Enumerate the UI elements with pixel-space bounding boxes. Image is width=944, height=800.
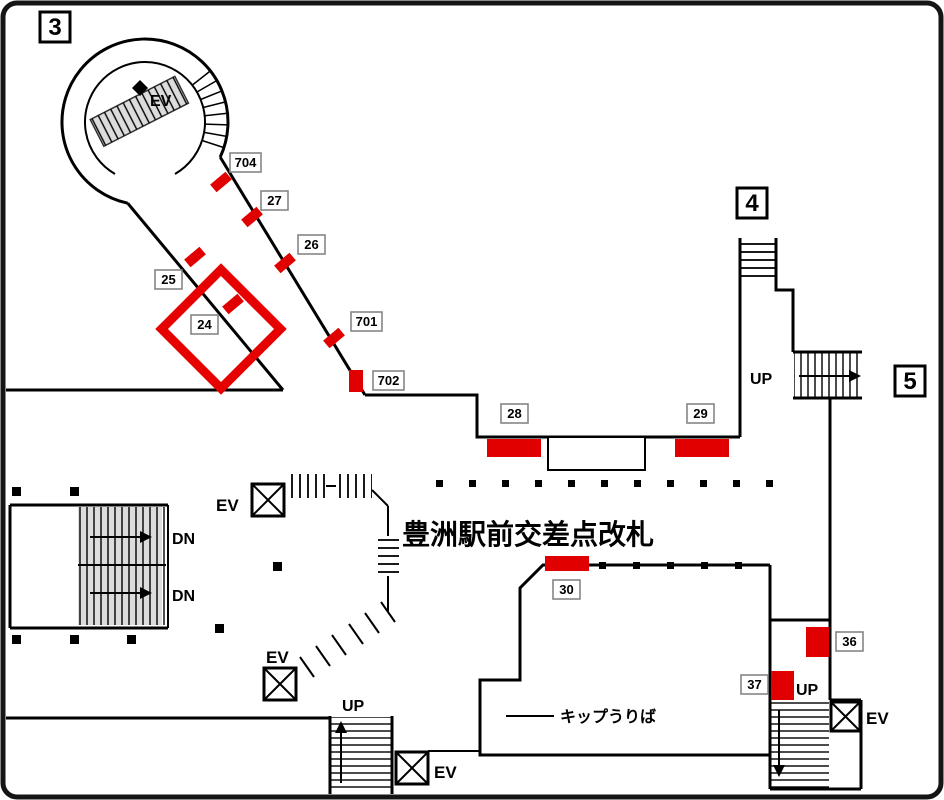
elevator-label-south: EV — [434, 763, 457, 782]
marker-label-28: 28 — [507, 406, 521, 421]
exit-4-box — [735, 186, 769, 220]
down-stairs-west: DN DN — [8, 503, 195, 630]
stairs-southeast-arrow-icon — [773, 765, 785, 777]
up-stairs-east-arrow-icon — [849, 370, 861, 382]
escalator-hatch — [90, 76, 189, 147]
ad-marker-labels: 704 27 26 25 24 701 702 28 29 30 36 37 — [154, 152, 864, 695]
rotunda-elevator-label: EV — [150, 93, 172, 110]
escalator — [89, 75, 190, 148]
down-stairs-walls — [8, 503, 168, 630]
ad-marker-704 — [210, 171, 232, 193]
curved-stairs-hatch — [191, 70, 228, 149]
rotunda-exit3: 3 EV — [38, 10, 230, 205]
elevator-label-mid: EV — [266, 648, 289, 667]
marker-label-27: 27 — [267, 193, 281, 208]
ad-marker-26 — [274, 252, 296, 274]
up-stairs-east-label: UP — [750, 371, 773, 388]
ad-markers — [184, 171, 829, 700]
down-stairs-arrow-icon-2 — [140, 587, 152, 599]
elevator-x-icon-south — [395, 751, 429, 785]
rotunda-outer-wall — [60, 37, 230, 205]
ad-marker-24 — [222, 293, 244, 315]
pillars — [12, 487, 282, 644]
ad-marker-25 — [184, 246, 206, 268]
ticket-gate-dots-north — [436, 480, 773, 487]
ticket-office-walls — [478, 563, 770, 757]
gate-hatch-2 — [336, 474, 372, 498]
ticket-office-block: キップうりば — [478, 563, 772, 789]
exit-4-area: 4 — [735, 186, 795, 437]
southeast-walls — [770, 618, 863, 791]
up-stairs-east: UP 5 — [750, 350, 927, 400]
fare-gates-west: EV EV — [216, 474, 399, 702]
elevator-x-icon-mid — [263, 667, 297, 701]
exit-3-box — [38, 10, 72, 44]
up-stairs-south-label: UP — [342, 698, 365, 715]
marker-label-26: 26 — [304, 237, 318, 252]
ad-marker-30 — [545, 556, 589, 571]
ad-marker-28 — [487, 439, 541, 457]
elevator-x-icon-north — [251, 483, 285, 517]
gate-hatch-3 — [378, 538, 399, 574]
down-stairs-arrow-icon-1 — [140, 531, 152, 543]
exit-4-number: 4 — [745, 190, 759, 217]
kiosk-niche — [547, 436, 646, 471]
gate-hatch-1 — [290, 474, 326, 498]
ad-marker-36 — [806, 627, 829, 657]
marker-label-704: 704 — [235, 155, 257, 170]
marker-label-30: 30 — [559, 582, 573, 597]
marker-label-37: 37 — [747, 677, 761, 692]
ad-marker-37 — [771, 671, 794, 700]
ad-marker-702 — [349, 370, 363, 392]
ad-marker-29 — [675, 439, 729, 457]
corridor-right-wall — [218, 156, 367, 396]
ad-marker-27 — [241, 206, 263, 228]
elevator-x-icon-southeast — [830, 701, 861, 732]
southeast-block: UP EV — [770, 618, 889, 791]
exit-5-number: 5 — [903, 368, 916, 395]
exit-5-box — [893, 364, 927, 398]
marker-label-29: 29 — [693, 406, 707, 421]
marker-label-25: 25 — [161, 272, 175, 287]
down-label-1: DN — [172, 531, 195, 548]
up-stairs-southeast-label: UP — [796, 682, 819, 699]
ad-marker-701 — [323, 327, 345, 349]
ticket-office-label: キップうりば — [560, 707, 656, 726]
rotunda-inner-wall — [84, 61, 206, 175]
gate-title: 豊洲駅前交差点改札 — [402, 518, 654, 550]
elevator-label-southeast: EV — [866, 709, 889, 728]
marker-label-701: 701 — [356, 314, 378, 329]
marker-label-702: 702 — [378, 373, 400, 388]
gate-hatch-diagonal — [299, 601, 396, 678]
up-stairs-south-arrow-icon — [335, 721, 347, 733]
exit-4-stairs-hatch — [741, 243, 775, 283]
escalator-arrow-icon — [132, 80, 148, 96]
highlight-box-24 — [155, 263, 287, 395]
concourse-elevator-label: EV — [216, 496, 239, 515]
shaft-right-wall — [774, 238, 795, 352]
corridor-left-wall — [126, 202, 285, 391]
marker-label-36: 36 — [842, 634, 856, 649]
up-stairs-south: UP EV — [328, 698, 480, 794]
exit-3-number: 3 — [48, 14, 61, 41]
marker-label-24: 24 — [197, 317, 212, 332]
down-label-2: DN — [172, 588, 195, 605]
